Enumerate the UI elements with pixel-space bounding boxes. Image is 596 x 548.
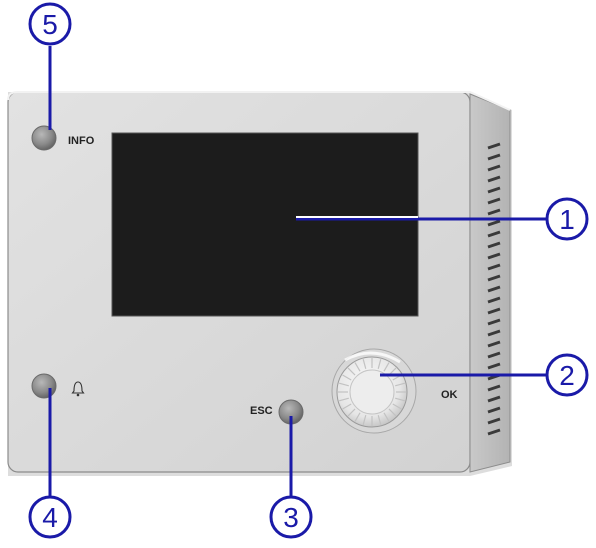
vent-slot [487,230,501,238]
vent-slot [487,164,501,172]
knob-ridge [354,362,361,372]
vent-slot [487,285,501,293]
callout-2: 2 [545,353,589,397]
vent-slot [487,241,501,249]
esc-button-label: ESC [250,405,273,417]
vent-slot [487,395,501,403]
knob-ridge [342,374,352,381]
info-button[interactable] [31,125,57,151]
knob-ridge [377,415,382,425]
callout-1-number: 1 [559,204,575,235]
callout-5: 5 [28,2,72,46]
vent-slot [487,153,501,161]
knob-ridge [362,359,367,369]
callout-4-number: 4 [42,502,58,533]
callout-4: 4 [28,495,72,539]
vent-slot [487,208,501,216]
vent-slot [487,274,501,282]
knob-ridge [342,403,352,410]
bell-icon [71,381,85,397]
vent-slot [487,362,501,370]
knob-ridge [354,412,361,422]
vent-slot [487,219,501,227]
vent-slot [487,329,501,337]
callout-lines [48,46,546,496]
side-vents [487,142,501,436]
alarm-button[interactable] [31,373,57,399]
vent-slot [487,252,501,260]
vent-slot [487,307,501,315]
knob-ridge [383,412,390,422]
knob-ridge [383,362,390,372]
callout-3: 3 [269,495,313,539]
knob-ridge [388,408,397,417]
vent-slot [487,351,501,359]
vent-slot [487,340,501,348]
knob-ridge [339,382,349,387]
info-button-label: INFO [68,135,95,147]
rotary-knob[interactable] [331,348,417,434]
vent-slot [487,142,501,150]
callout-2-number: 2 [559,360,575,391]
knob-ridge [339,397,349,402]
vent-slot [487,417,501,425]
vent-slot [487,175,501,183]
vent-slot [487,186,501,194]
callout-5-number: 5 [42,9,58,40]
vent-slot [487,296,501,304]
vent-slot [487,318,501,326]
knob-ridge [347,367,356,376]
vent-slot [487,197,501,205]
vent-slot [487,428,501,436]
display-screen [111,132,419,317]
knob-ridge [362,415,367,425]
knob-ridge [395,382,405,387]
vent-slot [487,263,501,271]
vent-slot [487,406,501,414]
knob-ridge [392,403,402,410]
knob-ridge [347,408,356,417]
vent-slot [487,384,501,392]
knob-ridge [395,397,405,402]
callout-1: 1 [545,197,589,241]
knob-ridge [377,359,382,369]
ok-label: OK [441,389,458,401]
callout-3-number: 3 [283,502,299,533]
